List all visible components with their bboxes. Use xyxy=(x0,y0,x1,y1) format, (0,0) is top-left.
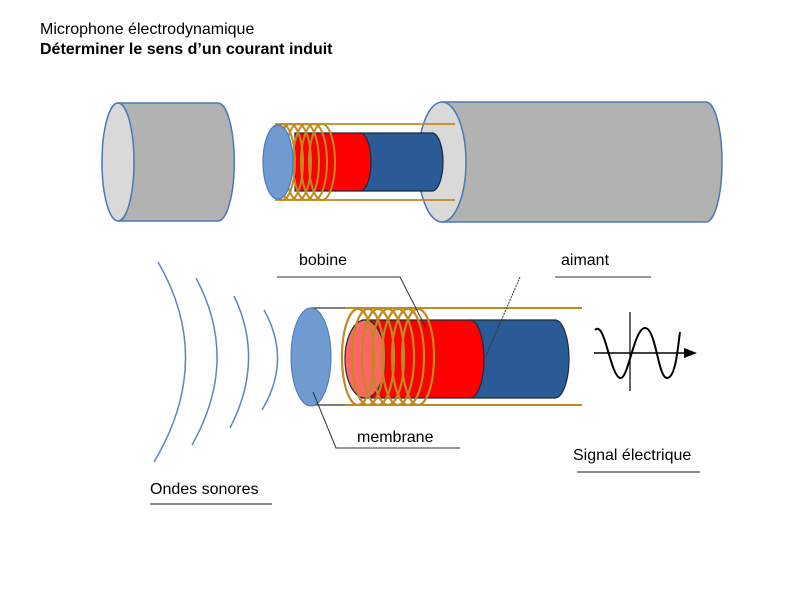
sound-waves xyxy=(153,261,279,463)
label-aimant: aimant xyxy=(561,252,610,269)
membrane-disk xyxy=(290,307,332,407)
magnet-assembly-bottom xyxy=(340,307,582,407)
housing-cap-left xyxy=(101,102,236,222)
diagram-subtitle: Déterminer le sens d’un courant induit xyxy=(40,41,333,58)
label-ondes-sonores: Ondes sonores xyxy=(150,481,259,498)
leader-lines xyxy=(150,276,700,505)
label-bobine: bobine xyxy=(299,252,348,269)
housing-body-right xyxy=(417,101,723,223)
diagram-title: Microphone électrodynamique xyxy=(40,21,255,38)
magnet-assembly-top xyxy=(262,123,455,201)
electrical-signal-graph xyxy=(594,312,697,391)
label-membrane: membrane xyxy=(357,429,434,446)
label-signal-electrique: Signal électrique xyxy=(573,447,692,464)
arrow-icon xyxy=(684,348,697,358)
